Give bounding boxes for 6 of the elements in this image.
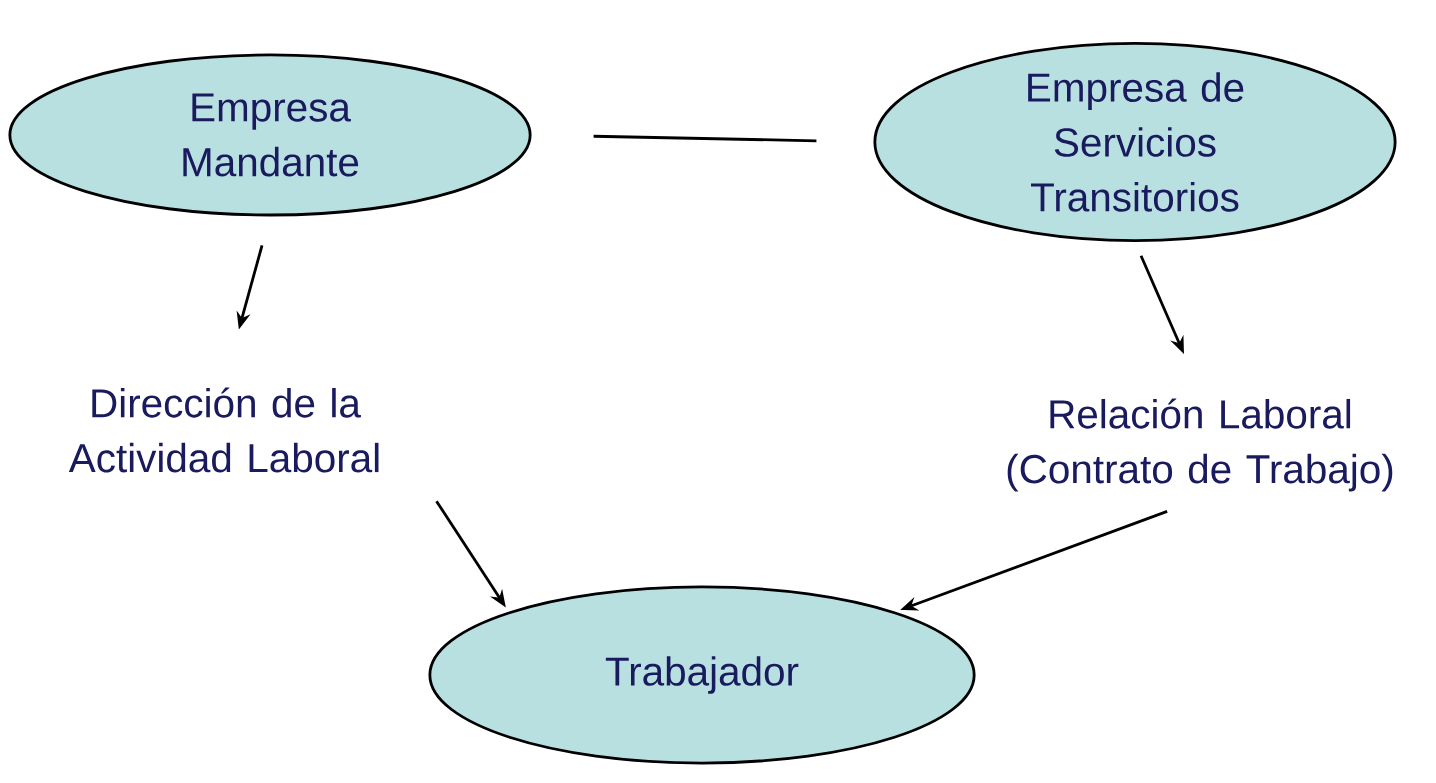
ellipse-node: Empresa de Servicios Transitorios (873, 42, 1397, 242)
ellipse-node: Empresa Mandante (8, 53, 532, 217)
connector-line (593, 134, 817, 143)
text-label: Dirección de la Actividad Laboral (68, 387, 379, 473)
ellipse-node: Trabajador (428, 585, 976, 765)
text-label: Relación Laboral (Contrato de Trabajo) (1007, 398, 1393, 492)
